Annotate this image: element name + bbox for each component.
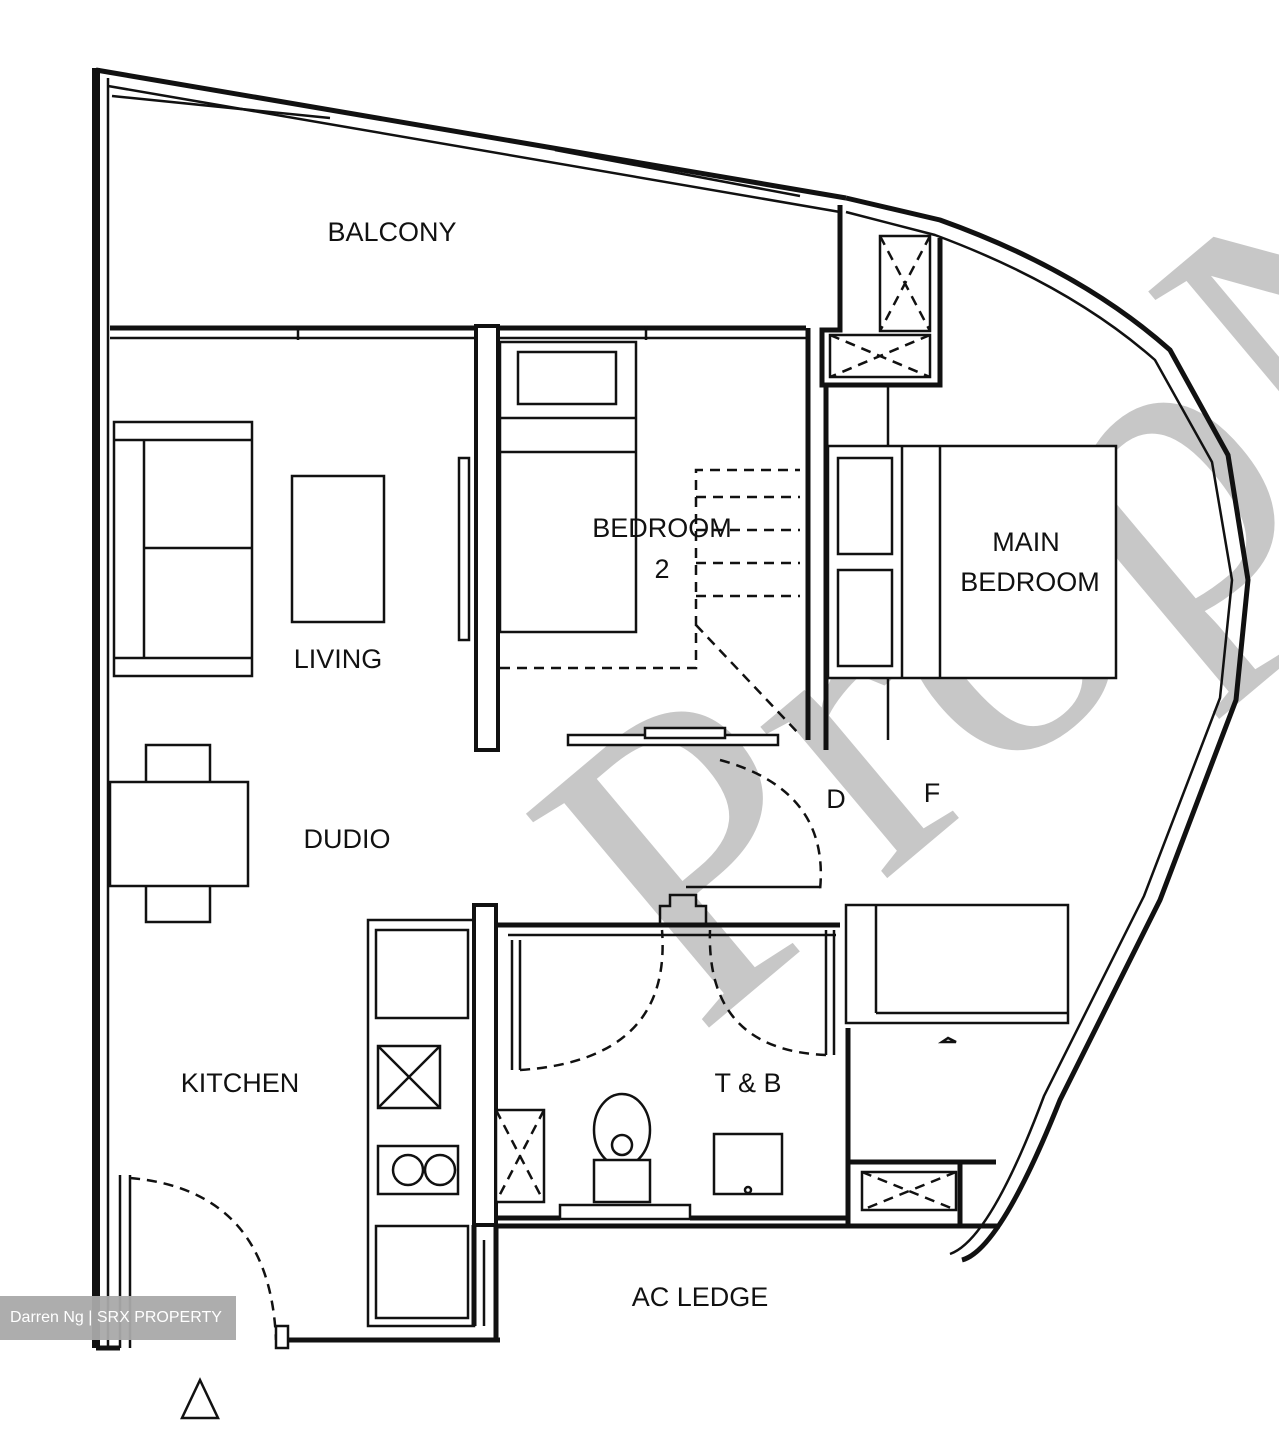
bedroom-2-walls: [474, 324, 829, 752]
label-dining: DUDIO: [304, 824, 391, 854]
balcony-wall: [110, 325, 806, 340]
label-living: LIVING: [294, 644, 383, 674]
service-shaft: [819, 205, 943, 388]
bath-walls: [471, 893, 1000, 1340]
label-bath: T & B: [714, 1068, 781, 1098]
bed-single: [498, 340, 638, 634]
utility-cabinet: [844, 903, 1070, 1226]
credit-badge: Darren Ng | SRX PROPERTY: [0, 1296, 236, 1340]
outer-walls: [92, 67, 1251, 1351]
label-fragment-f: F: [924, 778, 941, 808]
label-main-bedroom-line1: MAIN: [992, 527, 1060, 557]
label-kitchen: KITCHEN: [181, 1068, 300, 1098]
coffee-table: [290, 474, 386, 624]
kitchen-counter: [366, 918, 476, 1328]
tv-console: [457, 456, 471, 642]
label-balcony: BALCONY: [327, 217, 456, 247]
entrance-marker-icon: [180, 1377, 220, 1420]
label-fragment-d: D: [826, 784, 846, 814]
bed-queen: [826, 385, 1118, 740]
dining-table: [108, 743, 250, 924]
label-main-bedroom-line2: BEDROOM: [960, 567, 1100, 597]
door-swing: [719, 758, 823, 891]
label-bedroom-2-line2: 2: [654, 554, 669, 584]
label-ac-ledge: AC LEDGE: [632, 1282, 769, 1312]
sofa: [112, 420, 254, 678]
label-bedroom-2-line1: BEDROOM: [592, 513, 732, 543]
